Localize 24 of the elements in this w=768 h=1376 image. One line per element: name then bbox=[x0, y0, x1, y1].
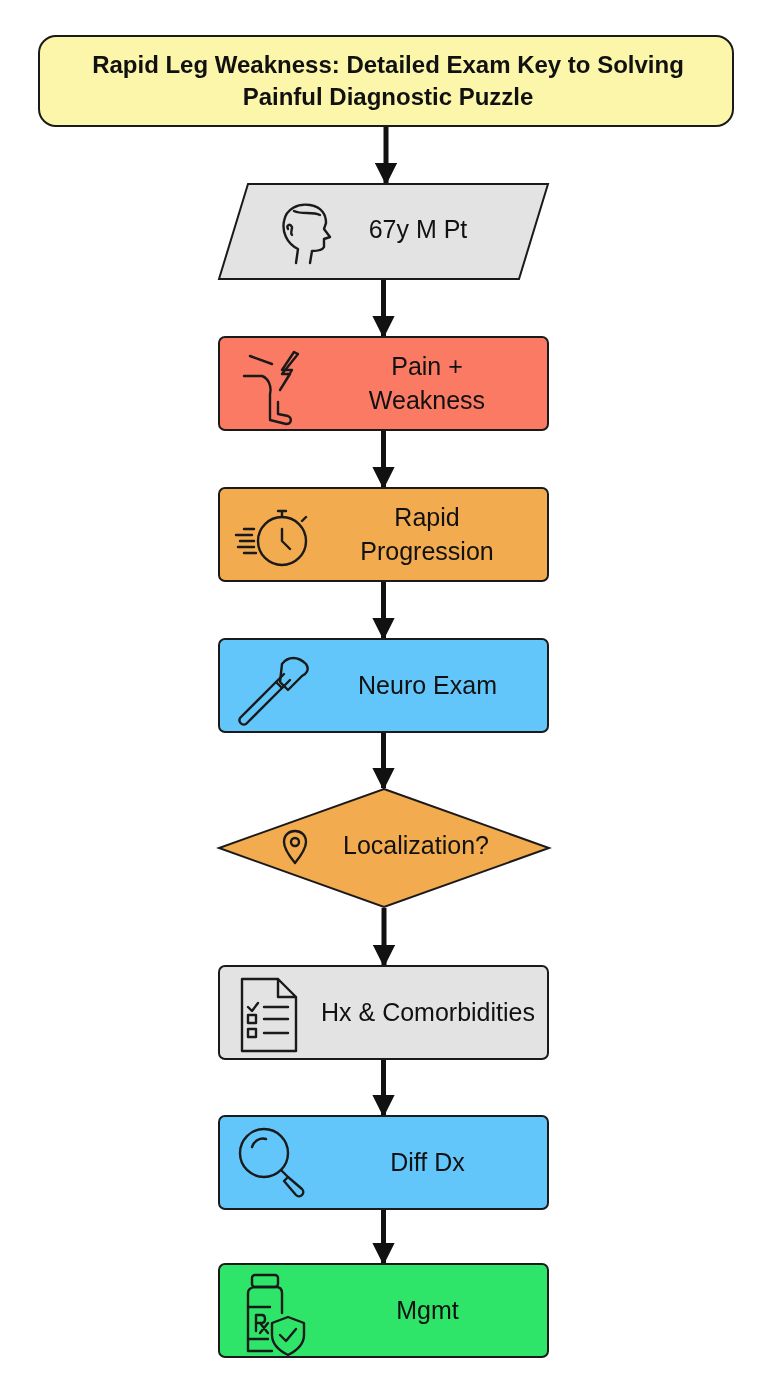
arrow bbox=[372, 733, 395, 791]
process-box bbox=[218, 1115, 549, 1210]
step-label: Rapid Progression bbox=[359, 501, 495, 567]
title-box bbox=[38, 35, 734, 127]
process-box bbox=[218, 336, 549, 431]
arrow bbox=[372, 582, 395, 641]
process-box bbox=[218, 1263, 549, 1358]
step-label: Diff Dx bbox=[390, 1146, 465, 1178]
arrow bbox=[372, 1060, 395, 1118]
step-label: 67y M Pt bbox=[368, 213, 468, 245]
step-label: Localization? bbox=[343, 830, 489, 862]
step-label: Mgmt bbox=[396, 1294, 459, 1326]
step-label: Hx & Comorbidities bbox=[321, 996, 535, 1028]
process-box bbox=[218, 487, 549, 582]
arrow bbox=[372, 431, 395, 490]
step-label: Pain + Weakness bbox=[367, 350, 487, 416]
arrow bbox=[372, 280, 395, 339]
process-box bbox=[218, 965, 549, 1060]
process-box bbox=[218, 638, 549, 733]
step-label: Neuro Exam bbox=[358, 669, 497, 701]
arrow bbox=[372, 1210, 395, 1266]
arrow bbox=[372, 908, 396, 968]
step-label: Rapid Leg Weakness: Detailed Exam Key to Solving Painful Diagnostic Puzzle bbox=[91, 49, 685, 112]
arrow bbox=[374, 127, 398, 186]
